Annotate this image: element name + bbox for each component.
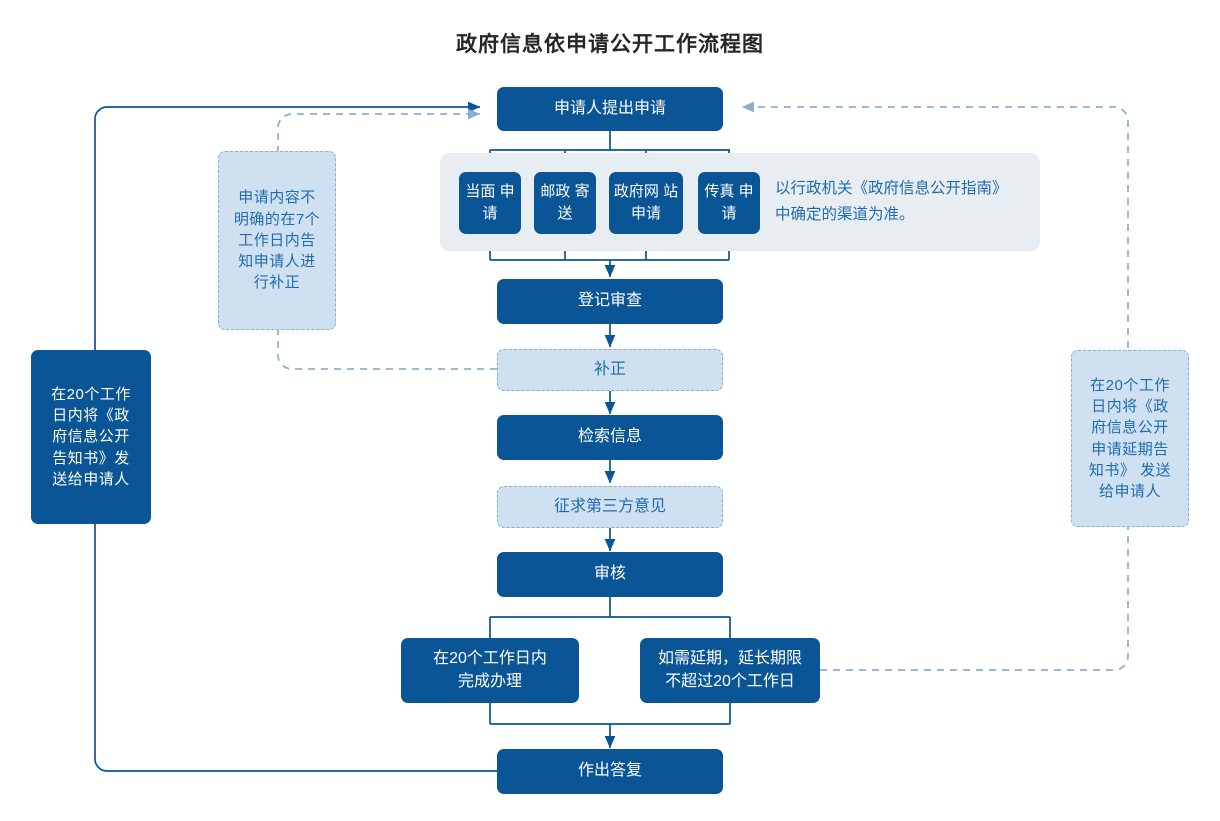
annotation-left-light-label: 申请内容不 明确的在7个 工作日内告 知申请人进 行补正 xyxy=(233,189,321,292)
node-start-label: 申请人提出申请 xyxy=(553,99,666,117)
node-branch-0[interactable]: 在20个工作日内 完成办理 xyxy=(401,638,579,703)
annotation-right-light-label: 在20个工作 日内将《政 府信息公开 申请延期告 知书》 发送 给申请人 xyxy=(1088,376,1172,501)
node-step-0[interactable]: 登记审查 xyxy=(497,279,723,324)
channel-label-1: 邮政 寄送 xyxy=(540,183,590,222)
channel-label-0: 当面 申请 xyxy=(465,183,515,222)
node-step-4[interactable]: 审核 xyxy=(497,552,723,597)
node-branch-0-label: 在20个工作日内 完成办理 xyxy=(433,649,547,690)
channel-label-3: 传真 申请 xyxy=(704,183,754,222)
node-step-1-label: 补正 xyxy=(593,360,626,378)
node-step-2[interactable]: 检索信息 xyxy=(497,415,723,460)
channel-label-2: 政府网 站申请 xyxy=(613,183,679,222)
page-title: 政府信息依申请公开工作流程图 xyxy=(456,33,764,56)
annotation-left-light[interactable]: 申请内容不 明确的在7个 工作日内告 知申请人进 行补正 xyxy=(218,151,336,330)
node-branch-1-label: 如需延期，延长期限 不超过20个工作日 xyxy=(657,649,802,690)
node-end-label: 作出答复 xyxy=(577,762,642,780)
channel-box-2[interactable]: 政府网 站申请 xyxy=(609,172,683,234)
node-step-3-label: 征求第三方意见 xyxy=(553,497,666,515)
node-start[interactable]: 申请人提出申请 xyxy=(497,87,723,131)
channel-note: 以行政机关《政府信息公开指南》 中确定的渠道为准。 xyxy=(775,180,1008,223)
node-step-2-label: 检索信息 xyxy=(577,428,642,446)
annotation-right-light[interactable]: 在20个工作 日内将《政 府信息公开 申请延期告 知书》 发送 给申请人 xyxy=(1071,350,1189,527)
node-step-0-label: 登记审查 xyxy=(577,292,642,310)
annotation-left-dark-label: 在20个工作 日内将《政 府信息公开 告知书》发 送给申请人 xyxy=(51,385,131,488)
node-branch-1[interactable]: 如需延期，延长期限 不超过20个工作日 xyxy=(640,638,820,703)
node-end[interactable]: 作出答复 xyxy=(497,749,723,794)
channel-box-3[interactable]: 传真 申请 xyxy=(698,172,760,234)
node-step-4-label: 审核 xyxy=(593,565,626,583)
node-step-3[interactable]: 征求第三方意见 xyxy=(497,486,723,528)
node-step-1[interactable]: 补正 xyxy=(497,349,723,391)
annotation-left-dark[interactable]: 在20个工作 日内将《政 府信息公开 告知书》发 送给申请人 xyxy=(31,350,151,524)
channel-box-1[interactable]: 邮政 寄送 xyxy=(534,172,596,234)
channel-box-0[interactable]: 当面 申请 xyxy=(459,172,521,234)
